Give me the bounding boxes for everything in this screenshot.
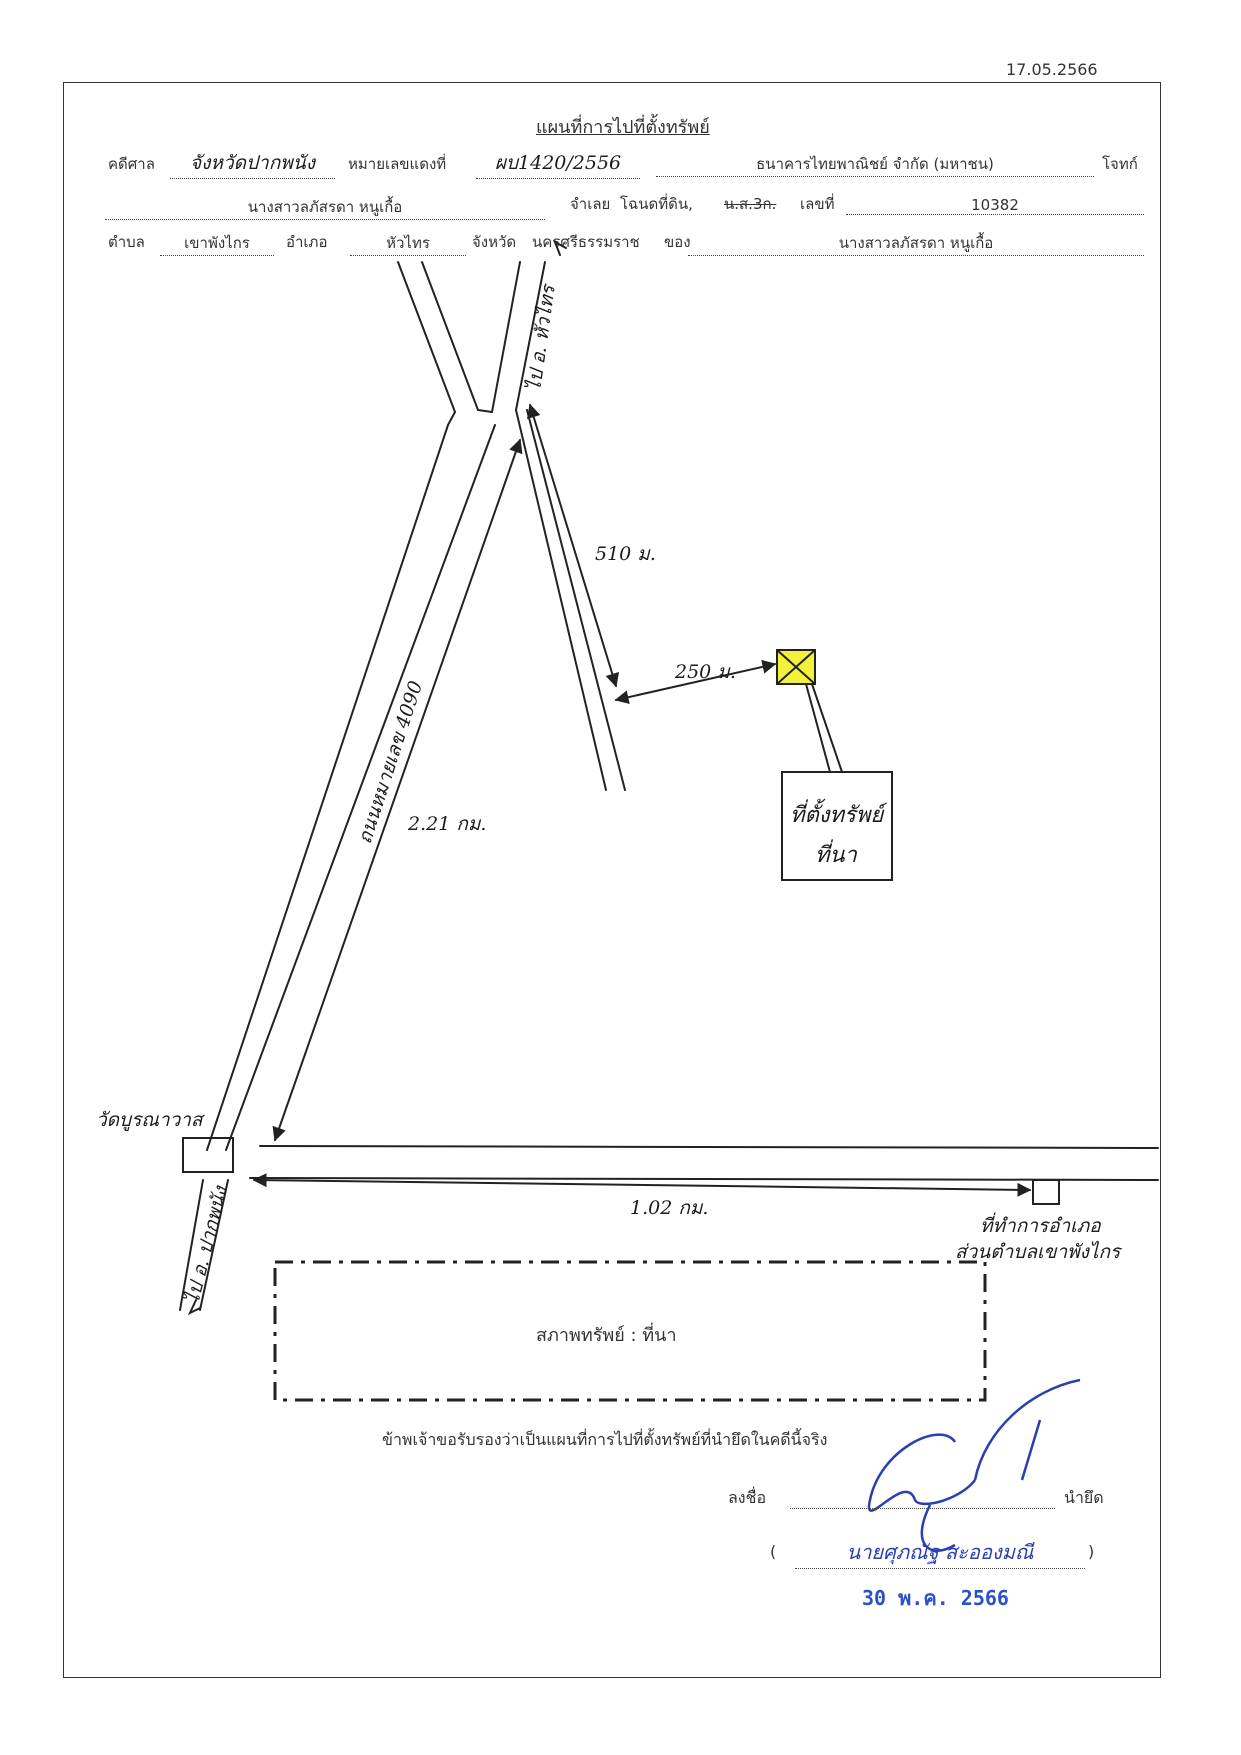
office-marker: [1032, 1179, 1060, 1205]
label-office-2: ส่วนตำบลเขาพังไกร: [955, 1240, 1123, 1263]
province-value: นครศรีธรรมราช: [532, 233, 640, 251]
subdistrict-value: เขาพังไกร: [160, 231, 274, 256]
owner-value: นางสาวลภัสรดา หนูเกื้อ: [688, 231, 1144, 256]
deed-number-value: 10382: [846, 196, 1144, 215]
deed-type-struck: น.ส.3ก.: [724, 195, 777, 213]
road-north-left: [397, 261, 479, 413]
court-label: คดีศาล: [108, 155, 155, 173]
plaintiff-value: ธนาคารไทยพาณิชย์ จำกัด (มหาชน): [656, 152, 1094, 177]
signer-name: นายศุภณัฐ สะอองมณี: [795, 1536, 1085, 1569]
case-number-value: ผบ1420/2556: [476, 148, 640, 179]
defendant-label: จำเลย: [570, 195, 611, 213]
label-dist-221: 2.21 กม.: [407, 813, 486, 835]
signature-line: [790, 1508, 1055, 1509]
province-label: จังหวัด: [472, 233, 517, 251]
label-property-1: ที่ตั้งทรัพย์: [790, 798, 888, 828]
road-4090: [206, 424, 496, 1151]
temple-marker: [182, 1137, 234, 1173]
condition-text: สภาพทรัพย์ : ที่นา: [536, 1325, 677, 1346]
access-road: [515, 409, 626, 791]
condition-box: [273, 1260, 987, 1402]
subdistrict-label: ตำบล: [108, 233, 145, 251]
label-to-huasai: ไป อ. หัวไทร: [522, 281, 560, 393]
label-dist-510: 510 ม.: [595, 543, 656, 565]
arrow-510: [526, 403, 620, 688]
arrow-huasai: [553, 239, 567, 256]
sign-label: ลงชื่อ: [728, 1488, 767, 1507]
owner-label: ของ: [664, 233, 691, 251]
arrow-102: [252, 1173, 1032, 1197]
arrow-pakphanang: [187, 1299, 201, 1316]
arrow-250: [614, 659, 777, 705]
court-value: จังหวัดปากพนัง: [170, 148, 335, 179]
sign-role: นำยึด: [1064, 1488, 1104, 1507]
district-label: อำเภอ: [286, 233, 328, 251]
label-dist-250: 250 ม.: [674, 661, 736, 683]
document-date: 17.05.2566: [1006, 60, 1098, 79]
signature-mark: [867, 1378, 1081, 1552]
date-stamp: 30 พ.ค. 2566: [862, 1586, 1009, 1610]
plaintiff-label: โจทก์: [1102, 155, 1138, 173]
road-to-huasai: [491, 261, 546, 413]
deed-type-label: โฉนดที่ดิน,: [620, 195, 693, 213]
page-title: แผนที่การไปที่ตั้งทรัพย์: [536, 117, 710, 138]
district-value: หัวไทร: [350, 231, 466, 256]
deed-number-label: เลขที่: [800, 195, 835, 213]
label-dist-102: 1.02 กม.: [630, 1197, 708, 1219]
signer-close-paren: ): [1088, 1542, 1095, 1561]
case-number-label: หมายเลขแดงที่: [348, 155, 447, 173]
property-label-box: [781, 771, 893, 881]
page-border: [63, 82, 1161, 1678]
label-temple: วัดบูรณาวาส: [96, 1109, 206, 1131]
road-east: [249, 1145, 1159, 1181]
label-property-2: ที่นา: [815, 839, 858, 868]
label-office-1: ที่ทำการอำเภอ: [980, 1212, 1102, 1237]
arrow-221: [272, 438, 523, 1142]
label-to-pakphanang: ไป อ. ปากพนัง: [181, 1182, 233, 1306]
defendant-value: นางสาวลภัสรดา หนูเกื้อ: [105, 195, 545, 220]
signer-open-paren: (: [770, 1542, 777, 1561]
certification-text: ข้าพเจ้าขอรับรองว่าเป็นแผนที่การไปที่ตั้…: [382, 1430, 828, 1449]
